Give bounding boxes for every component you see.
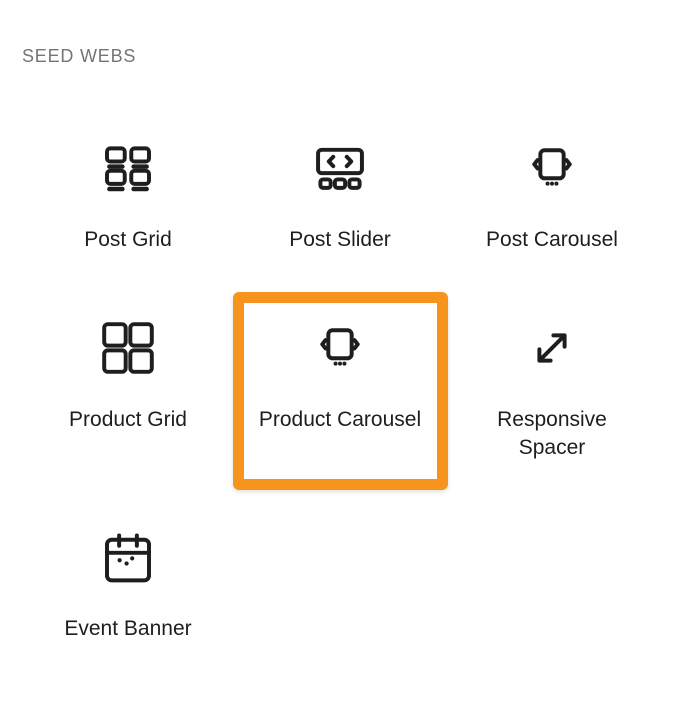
block-item-product-carousel[interactable]: Product Carousel [234, 320, 446, 434]
block-item-event-banner[interactable]: Event Banner [22, 529, 234, 643]
block-item-post-slider[interactable]: Post Slider [234, 140, 446, 254]
block-item-label: Product Grid [69, 408, 187, 431]
block-item-label: Product Carousel [258, 408, 422, 431]
block-item-responsive-spacer[interactable]: Responsive Spacer [446, 320, 658, 462]
block-item-post-carousel[interactable]: Post Carousel [446, 140, 658, 254]
post-grid-icon [100, 140, 156, 196]
product-grid-icon [100, 320, 156, 376]
block-item-label: Post Carousel [486, 228, 618, 251]
block-item-product-grid[interactable]: Product Grid [22, 320, 234, 434]
block-item-label: Post Slider [289, 228, 391, 251]
responsive-spacer-icon [524, 320, 580, 376]
event-banner-icon [100, 529, 156, 585]
block-item-label: Post Grid [84, 228, 172, 251]
block-item-label: Event Banner [64, 617, 192, 640]
block-item-post-grid[interactable]: Post Grid [22, 140, 234, 254]
product-carousel-icon [312, 320, 368, 376]
post-slider-icon [312, 140, 368, 196]
category-label: SEED WEBS [22, 46, 137, 66]
post-carousel-icon [524, 140, 580, 196]
block-item-label: Responsive Spacer [497, 408, 607, 459]
